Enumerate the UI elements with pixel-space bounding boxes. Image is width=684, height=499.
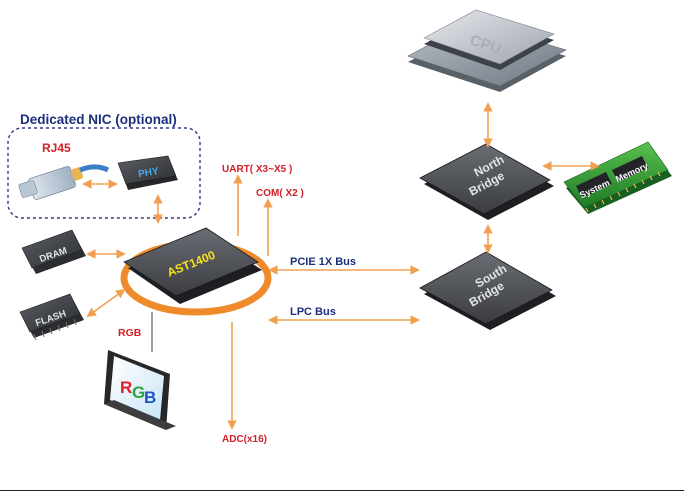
com-label: COM( X2 ) (256, 188, 304, 199)
nic-group-title: Dedicated NIC (optional) (20, 112, 177, 127)
south-bridge-chip: South Bridge (419, 251, 556, 330)
monitor-letter-b: B (144, 388, 156, 407)
nic-dashed-border (7, 127, 201, 219)
pcie-bus-label: PCIE 1X Bus (290, 256, 356, 268)
rj45-connector-icon (18, 164, 110, 200)
phy-label: PHY (137, 166, 159, 180)
bottom-divider (0, 490, 684, 491)
dram-chip: DRAM (21, 229, 86, 274)
cpu-icon: CPU (407, 9, 567, 92)
ast1400-chip: AST1400 (120, 227, 272, 316)
rgb-label: RGB (118, 327, 142, 339)
arrow-flash-ast (86, 288, 126, 318)
dedicated-nic-group: Dedicated NIC (optional) (7, 112, 201, 219)
lpc-bus-label: LPC Bus (290, 306, 336, 318)
rgb-monitor-icon: R G B (104, 350, 176, 430)
system-memory-module: System Memory (563, 141, 672, 214)
monitor-letter-r: R (120, 378, 132, 397)
uart-label: UART( X3~X5 ) (222, 164, 292, 175)
north-bridge-chip: North Bridge (419, 143, 554, 220)
adc-label: ADC(x16) (222, 434, 267, 445)
rj45-label: RJ45 (42, 141, 71, 155)
monitor-letter-g: G (132, 383, 145, 402)
connection-arrows (82, 102, 600, 430)
phy-chip: PHY (117, 155, 178, 190)
flash-chip: FLASH (19, 293, 84, 341)
